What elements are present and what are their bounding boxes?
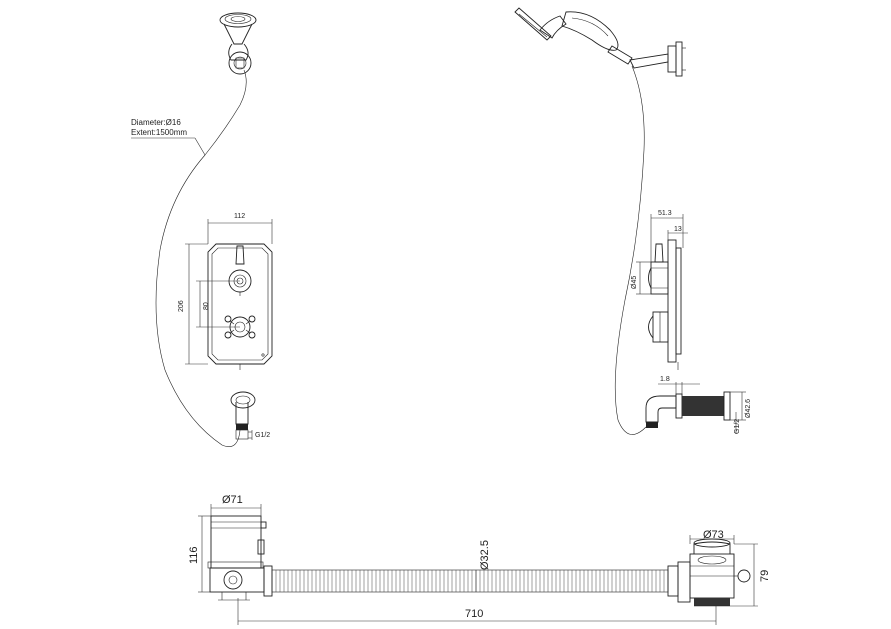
hose-dia-label: Ø32.5 bbox=[479, 540, 491, 570]
elbow-front: G1/2 bbox=[230, 391, 270, 440]
valve-height-label: 206 bbox=[178, 300, 185, 312]
valve-side bbox=[648, 239, 682, 370]
handset-side bbox=[514, 7, 686, 77]
hose-note: Diameter:Ø16 Extent:1500mm bbox=[131, 118, 206, 156]
waste-dia-label: Ø73 bbox=[703, 529, 724, 541]
filler-dia-label: Ø71 bbox=[222, 494, 243, 506]
side-plate-label: 13 bbox=[674, 226, 682, 233]
hose-extent-label: Extent:1500mm bbox=[131, 128, 187, 137]
hose-left bbox=[155, 69, 247, 447]
shower-head-front bbox=[219, 12, 257, 75]
waste-height-label: 79 bbox=[759, 570, 771, 582]
valve-side-dimensions: 51.3 13 Ø45 bbox=[631, 210, 688, 295]
elbow-front-thread-label: G1/2 bbox=[255, 432, 270, 439]
elbow-side-dia-label: Ø42.6 bbox=[745, 399, 752, 418]
side-depth-label: 51.3 bbox=[658, 210, 672, 217]
valve-width-label: 112 bbox=[234, 213, 245, 220]
bath-filler-dimensions: Ø71 116 Ø32.5 Ø73 79 710 bbox=[188, 494, 771, 625]
hose-diameter-label: Diameter:Ø16 bbox=[131, 118, 181, 127]
corrugated-hose bbox=[275, 570, 665, 592]
filler-height-label: 116 bbox=[188, 546, 200, 564]
valve-front-dimensions: 112 206 80 bbox=[178, 213, 273, 365]
elbow-side-thread-label: G1/2 bbox=[734, 419, 741, 434]
side-handle-dia-label: Ø45 bbox=[631, 276, 638, 289]
valve-front bbox=[207, 243, 273, 370]
overall-length-label: 710 bbox=[465, 608, 483, 620]
hose-right bbox=[614, 65, 647, 435]
elbow-side: 1.8 Ø42.6 G1/2 bbox=[645, 376, 752, 434]
elbow-side-offset-label: 1.8 bbox=[660, 376, 670, 383]
valve-spacing-label: 80 bbox=[203, 302, 210, 310]
